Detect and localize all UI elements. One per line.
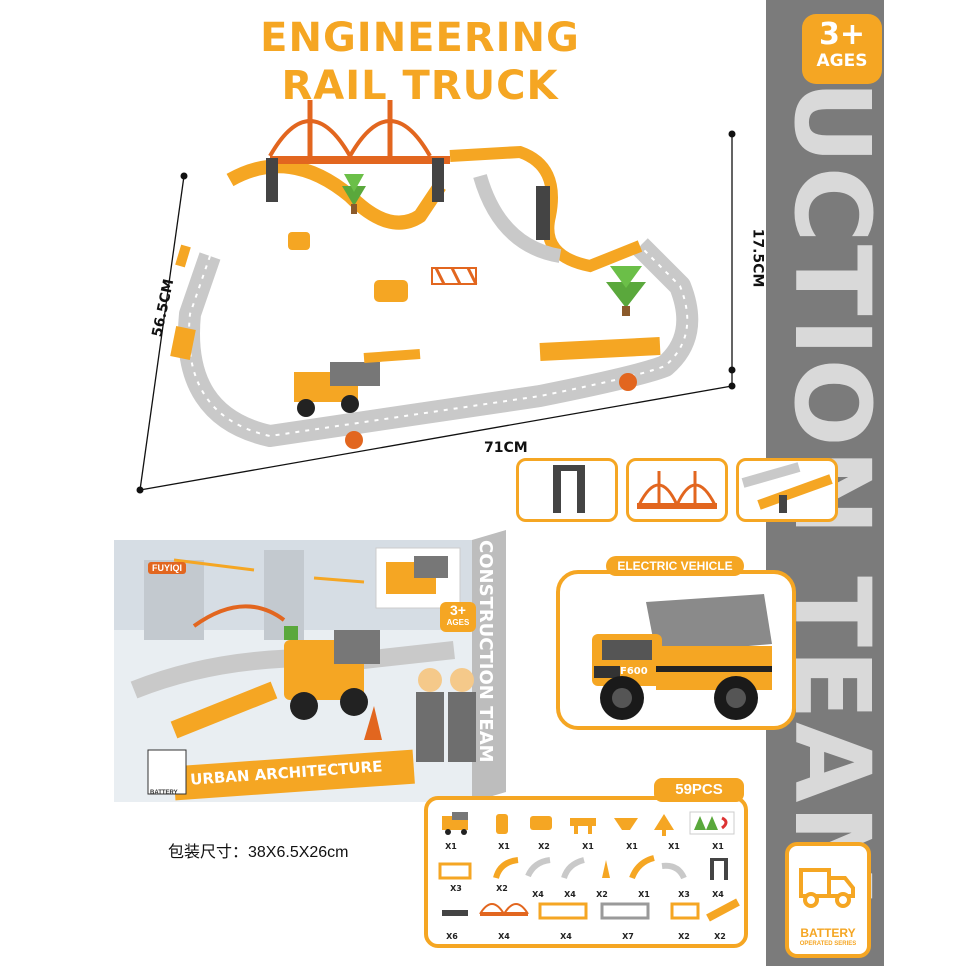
box-age-label: AGES	[446, 618, 470, 627]
qty-label: X4	[498, 932, 510, 941]
electric-vehicle-panel: F600	[556, 570, 796, 730]
hay-block	[374, 280, 408, 302]
inset-pillar	[516, 458, 618, 522]
part-base-icon	[442, 910, 468, 916]
tree-2	[606, 266, 646, 316]
qty-label: X2	[714, 932, 726, 941]
qty-label: X1	[668, 842, 680, 851]
box-battery-label: BATTERY	[150, 790, 178, 796]
electric-vehicle-tab: ELECTRIC VEHICLE	[606, 556, 744, 576]
fence-left	[175, 244, 191, 268]
qty-label: X2	[538, 842, 550, 851]
suspension-bridge	[266, 100, 450, 202]
dump-truck-image: F600	[592, 594, 772, 720]
qty-label: X4	[712, 890, 724, 899]
width-line	[139, 385, 733, 491]
truck-plate: F600	[620, 666, 648, 677]
parts-count-tab: 59PCS	[654, 778, 744, 802]
part-tree-icon	[654, 814, 674, 836]
qty-label: X1	[626, 842, 638, 851]
part-bridge-icon	[479, 903, 529, 916]
part-curve-gray-3-icon	[661, 862, 687, 880]
qty-label: X7	[622, 932, 634, 941]
road-barrier	[431, 267, 478, 285]
qty-label: X3	[450, 884, 462, 893]
part-curve-track-icon	[493, 857, 519, 879]
part-curve-gray-icon	[525, 857, 551, 878]
qty-label: X2	[596, 890, 608, 899]
height-label: 17.5CM	[749, 228, 766, 288]
part-fence-icon	[438, 862, 472, 880]
part-curve-orange-icon	[629, 855, 655, 880]
part-curve-gray-2-icon	[561, 857, 585, 879]
box-side-text: CONSTRUCTION TEAM	[475, 540, 496, 763]
part-short-orange-icon	[670, 902, 700, 920]
part-bucket-icon	[614, 818, 638, 830]
hydrant	[288, 232, 310, 250]
truck-outline-icon	[799, 868, 855, 908]
package-size: 包装尺寸：38X6.5X26cm	[168, 844, 349, 861]
age-number: 3+	[818, 17, 865, 52]
dump-truck-small	[294, 362, 380, 417]
traffic-cone-sign-2	[619, 373, 637, 391]
battery-sub-label: OPERATED SERIES	[799, 941, 857, 947]
part-hydrant-icon	[496, 814, 508, 834]
title-line-1: ENGINEERING	[260, 15, 580, 61]
width-label: 71CM	[484, 440, 528, 456]
traffic-cone-sign	[345, 431, 363, 449]
qty-label: X6	[446, 932, 458, 941]
battery-badge: BATTERY OPERATED SERIES	[785, 842, 871, 958]
part-platform-icon	[570, 818, 596, 834]
box-age-badge: 3+ AGES	[440, 602, 476, 632]
orange-track-right	[539, 337, 661, 361]
title-line-2: RAIL TRUCK	[281, 63, 559, 109]
qty-label: X1	[498, 842, 510, 851]
support-pillar	[536, 186, 550, 240]
part-cone-icon	[602, 860, 610, 878]
fence-section	[363, 349, 421, 363]
qty-label: X2	[496, 884, 508, 893]
part-truck-icon	[442, 812, 468, 835]
qty-label: X1	[638, 890, 650, 899]
part-straight-orange-icon	[538, 902, 588, 920]
parts-list-panel: X1 X1 X2 X1 X1 X1 X1 X3 X2 X4 X4 X2 X1 X…	[424, 796, 748, 948]
qty-label: X2	[678, 932, 690, 941]
qty-label: X1	[712, 842, 724, 851]
qty-label: X4	[532, 890, 544, 899]
track-layout-illustration	[136, 100, 736, 494]
qty-label: X3	[678, 890, 690, 899]
product-box	[114, 530, 506, 802]
battery-badge-label: BATTERY OPERATED SERIES	[789, 926, 867, 948]
part-sign-icon	[689, 811, 735, 835]
depth-line	[139, 175, 185, 491]
qty-label: X1	[445, 842, 457, 851]
age-label: AGES	[816, 51, 868, 71]
elevated-track-left	[226, 159, 446, 230]
inset-bridge	[626, 458, 728, 522]
parts-icons	[438, 811, 740, 922]
age-badge: 3+ AGES	[802, 14, 882, 84]
qty-label: X1	[582, 842, 594, 851]
part-pillar-icon	[710, 858, 728, 880]
box-age-number: 3+	[450, 602, 466, 618]
qty-label: X4	[560, 932, 572, 941]
brand-tag: FUYIQI	[148, 562, 187, 574]
part-straight-gray-icon	[600, 902, 650, 920]
inner-gray-track	[473, 173, 562, 263]
qty-label: X4	[564, 890, 576, 899]
box-side-label: CONSTRUCTION TEAM	[475, 540, 496, 763]
tree-1	[342, 174, 366, 214]
part-ramp-icon	[706, 898, 740, 922]
battery-label: BATTERY	[800, 926, 856, 940]
part-hay-icon	[530, 816, 552, 830]
orange-track-left	[170, 326, 196, 360]
inset-track-connector	[736, 458, 838, 522]
